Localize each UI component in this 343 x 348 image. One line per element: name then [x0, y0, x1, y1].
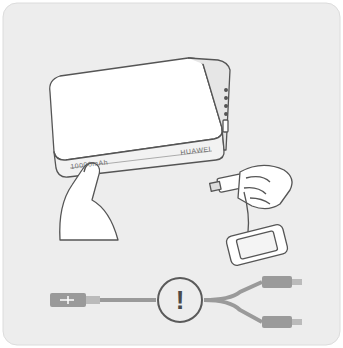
warning-mark: !	[176, 287, 185, 313]
cable-warning	[50, 276, 302, 328]
phone	[225, 223, 289, 266]
usb-plug-and-hand	[210, 165, 292, 232]
power-bank	[50, 58, 230, 177]
left-hand	[60, 163, 118, 240]
warning-circle: !	[157, 277, 203, 323]
background-panel	[3, 3, 340, 345]
